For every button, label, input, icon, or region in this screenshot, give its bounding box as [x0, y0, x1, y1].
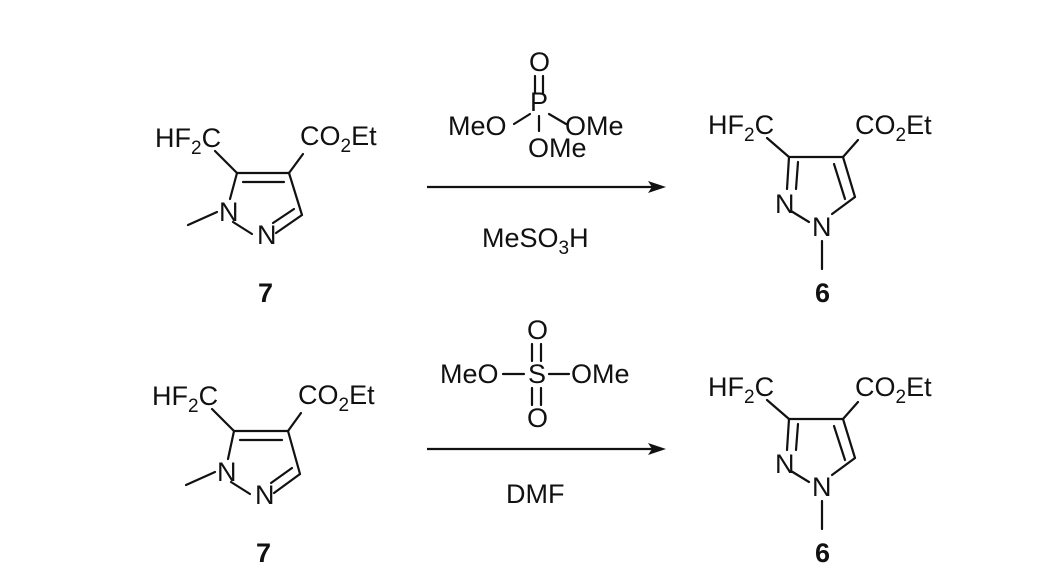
bond-double — [832, 162, 847, 201]
bond — [231, 220, 254, 236]
reagent-left-group: MeO — [440, 359, 499, 389]
product-right-substituent: CO2Et — [855, 372, 932, 408]
reaction-condition-1: MeSO3H — [482, 223, 589, 259]
product-right-substituent: CO2Et — [855, 110, 932, 146]
reactant-7-structure: HF2C CO2Et N N — [152, 380, 375, 510]
reagent-bottom-oxygen: O — [527, 403, 548, 433]
compound-number-6: 6 — [815, 278, 830, 308]
bond — [841, 400, 860, 421]
bond — [213, 149, 239, 175]
bond — [841, 155, 857, 199]
bond — [785, 155, 791, 191]
product-ring-n2: N — [775, 449, 795, 479]
bond — [765, 136, 791, 159]
bond — [785, 417, 791, 452]
reagent-dimethyl-sulfate: O S MeO OMe O — [440, 315, 630, 433]
bond — [229, 480, 252, 496]
reactant-right-substituent: CO2Et — [298, 380, 375, 416]
bond — [830, 195, 857, 216]
reactant-right-substituent: CO2Et — [300, 121, 377, 157]
reaction-1: HF2C CO2Et N N 7 O P MeO OMe — [155, 47, 932, 308]
product-left-substituent: HF2C — [708, 372, 774, 408]
reactant-left-substituent: HF2C — [155, 123, 221, 159]
bond — [228, 171, 239, 201]
reagent-top-oxygen: O — [527, 315, 548, 345]
bond — [789, 209, 811, 224]
reagent-oxygen: O — [529, 47, 550, 77]
reaction-2: HF2C CO2Et N N 7 O S MeO OMe — [152, 315, 932, 568]
reactant-ring-n1: N — [219, 197, 239, 227]
product-ring-n2: N — [775, 189, 795, 219]
compound-number-6: 6 — [815, 538, 830, 568]
bond — [286, 429, 302, 476]
methyl-bond — [184, 470, 217, 487]
reactant-ring-n2: N — [257, 220, 277, 250]
product-6-structure: HF2C CO2Et N N — [708, 110, 932, 271]
bond — [287, 171, 304, 217]
bond — [210, 407, 236, 433]
methyl-bond — [186, 210, 219, 227]
bond-double — [832, 424, 847, 462]
bond — [789, 469, 811, 484]
reagent-right-group: OMe — [565, 111, 624, 141]
reaction-arrow-1 — [427, 181, 666, 193]
bond-double — [794, 160, 800, 191]
bond — [765, 398, 791, 421]
bond — [841, 417, 857, 460]
bond — [272, 472, 302, 495]
product-ring-n1: N — [812, 212, 832, 242]
reaction-condition-2: DMF — [506, 479, 564, 509]
reagent-right-group: OMe — [571, 359, 630, 389]
reaction-arrow-2 — [427, 443, 666, 455]
bond — [287, 152, 305, 175]
compound-number-7: 7 — [258, 278, 273, 308]
bond — [512, 112, 532, 126]
bond — [830, 456, 857, 477]
reagent-bottom-group: OMe — [528, 133, 587, 163]
reactant-left-substituent: HF2C — [152, 381, 218, 417]
bond — [226, 429, 236, 461]
product-left-substituent: HF2C — [708, 110, 774, 146]
reactant-ring-n2: N — [255, 480, 275, 510]
bond — [841, 138, 860, 159]
bond — [286, 411, 303, 433]
reagent-left-group: MeO — [448, 111, 507, 141]
reactant-ring-n1: N — [217, 457, 237, 487]
reactant-7-structure: HF2C CO2Et N N — [155, 121, 377, 250]
reagent-trimethyl-phosphate: O P MeO OMe OMe — [448, 47, 624, 163]
bond-double — [794, 422, 800, 452]
compound-number-7: 7 — [256, 538, 271, 568]
bond — [274, 213, 304, 235]
reagent-sulfur: S — [528, 359, 546, 389]
bond-double — [271, 207, 296, 225]
reagent-phosphorus: P — [530, 87, 548, 117]
product-ring-n1: N — [812, 472, 832, 502]
bond — [547, 112, 568, 126]
product-6-structure: HF2C CO2Et N N — [708, 372, 932, 531]
bond-double — [269, 466, 294, 485]
